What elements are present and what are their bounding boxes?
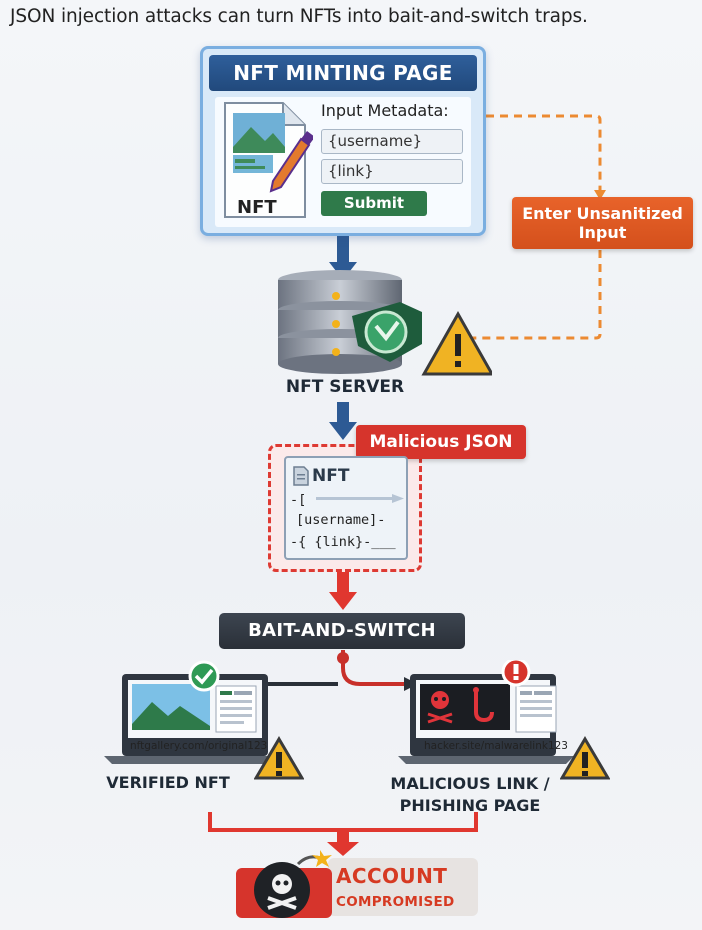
minting-page-window: NFT MINTING PAGE NFT Input Metadata: {us… xyxy=(200,46,486,236)
submit-button[interactable]: Submit xyxy=(321,191,427,216)
switch-node-icon xyxy=(337,652,349,664)
verified-url: nftgallery.com/original123 xyxy=(130,740,268,752)
json-doc-title: NFT xyxy=(312,466,350,486)
username-input[interactable]: {username} xyxy=(321,129,463,154)
unsanitized-input-label: Enter Unsanitized Input xyxy=(512,197,693,249)
bomb-skull-icon xyxy=(236,850,332,918)
phishing-laptop-icon xyxy=(398,660,574,764)
dashed-arrowhead-icon xyxy=(594,190,606,200)
progress-arrow-icon xyxy=(316,494,404,503)
document-icon xyxy=(293,466,309,486)
minting-form: NFT Input Metadata: {username} {link} Su… xyxy=(215,97,471,227)
verified-laptop-icon xyxy=(104,660,286,764)
account-compromised-banner xyxy=(328,858,478,916)
nft-image-card-icon xyxy=(224,102,313,218)
arrowhead-icon xyxy=(329,592,357,610)
arrowhead-icon xyxy=(327,842,359,856)
dashed-link-top xyxy=(486,114,602,196)
switch-line-red xyxy=(341,650,408,686)
account-compromised-subtitle: COMPROMISED xyxy=(336,894,455,910)
phishing-label-line2: PHISHING PAGE xyxy=(399,796,541,815)
phishing-label-line1: MALICIOUS LINK / xyxy=(390,774,550,793)
warning-icon xyxy=(254,736,304,780)
bait-and-switch-label: BAIT-AND-SWITCH xyxy=(219,613,465,649)
verified-nft-label: VERIFIED NFT xyxy=(106,773,230,792)
server-icon xyxy=(278,270,492,376)
caption: JSON injection attacks can turn NFTs int… xyxy=(10,6,588,27)
minting-page-title: NFT MINTING PAGE xyxy=(209,55,477,91)
arrow-merge xyxy=(337,830,349,844)
phishing-label: MALICIOUS LINK / PHISHING PAGE xyxy=(370,773,570,817)
dashed-link-bottom xyxy=(470,250,602,340)
malicious-json-label: Malicious JSON xyxy=(356,425,526,459)
server-label: NFT SERVER xyxy=(285,377,405,397)
nft-card-label: NFT xyxy=(237,197,277,218)
arrow-server-to-json xyxy=(337,402,349,424)
arrow-window-to-server xyxy=(337,236,349,264)
warning-icon xyxy=(560,736,610,780)
account-compromised-title: ACCOUNT xyxy=(336,864,448,888)
json-line-3: -{ {link}-___ xyxy=(290,534,396,550)
arrow-json-to-bait xyxy=(337,572,349,594)
link-input[interactable]: {link} xyxy=(321,159,463,184)
json-line-1: -[ xyxy=(290,492,307,508)
malicious-url: hacker.site/malwarelink123 xyxy=(424,740,568,752)
arrowhead-icon xyxy=(329,422,357,440)
metadata-label: Input Metadata: xyxy=(321,101,449,120)
json-line-2: [username]- xyxy=(296,512,386,528)
